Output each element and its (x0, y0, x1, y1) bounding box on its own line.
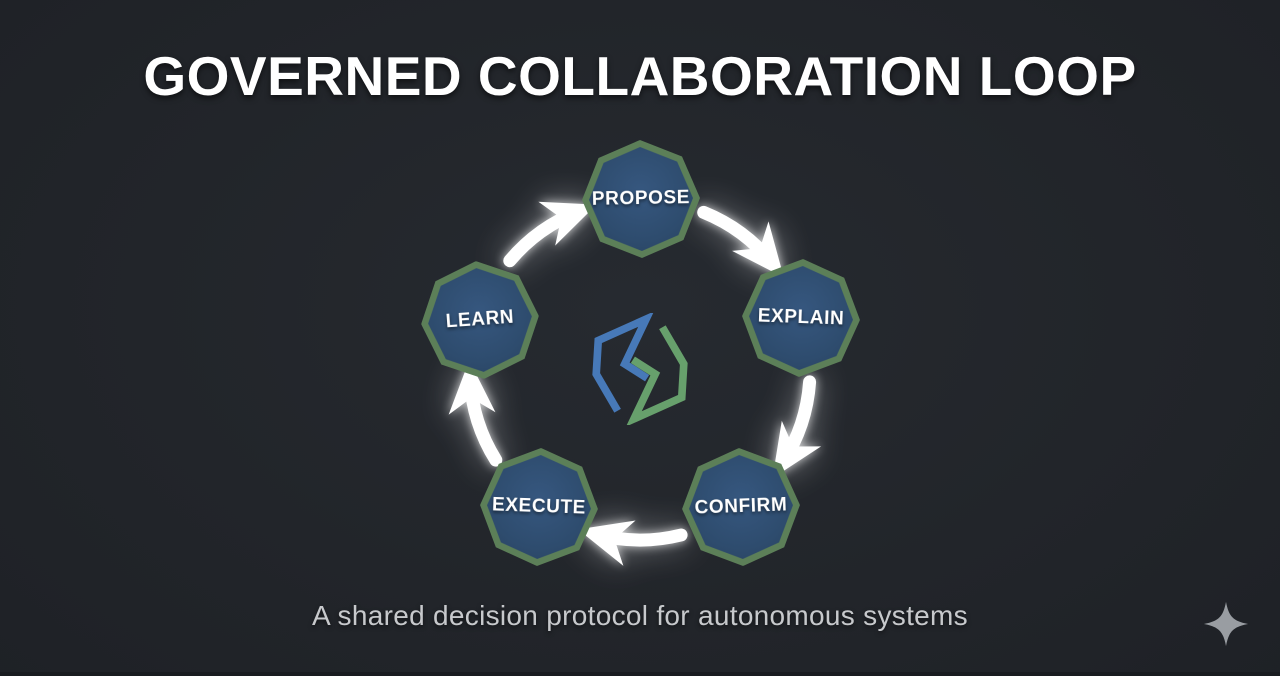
sparkle-icon (1203, 601, 1249, 647)
arrow-confirm-to-execute (577, 520, 688, 566)
node-learn-face: LEARN (424, 264, 535, 375)
subtitle: A shared decision protocol for autonomou… (312, 600, 968, 631)
node-learn-label: LEARN (445, 306, 515, 333)
center-logo-icon (592, 313, 688, 425)
arrow-propose-to-explain (697, 205, 784, 278)
node-explain-label: EXPLAIN (757, 305, 845, 330)
node-propose-label: PROPOSE (591, 187, 691, 210)
arrow-learn-to-propose (503, 201, 597, 268)
page-title: GOVERNED COLLABORATION LOOP (143, 45, 1137, 107)
node-confirm-face: CONFIRM (687, 453, 795, 561)
arrow-explain-to-confirm (772, 375, 822, 479)
node-confirm-label: CONFIRM (694, 494, 788, 519)
node-explain-face: EXPLAIN (747, 264, 855, 372)
node-propose-face: PROPOSE (588, 146, 694, 252)
node-execute-face: EXECUTE (485, 453, 593, 561)
arrow-execute-to-learn (448, 360, 503, 467)
node-execute-label: EXECUTE (491, 494, 587, 519)
